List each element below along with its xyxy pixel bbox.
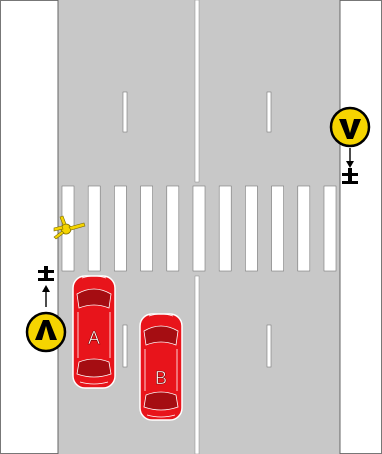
crosswalk-stripe	[114, 186, 126, 271]
lane-dash	[123, 325, 127, 367]
lane-dash	[267, 325, 271, 367]
car-a: A	[73, 276, 115, 388]
crosswalk-stripe	[272, 186, 284, 271]
car-a-label: A	[88, 328, 100, 348]
curve-down-sign-icon	[331, 108, 369, 146]
pedestrian-crossing-sign-left	[27, 313, 65, 351]
crosswalk-stripe	[245, 186, 257, 271]
center-line-bottom	[195, 276, 199, 454]
crosswalk-stripe	[219, 186, 231, 271]
crosswalk-stripe	[298, 186, 310, 271]
lane-dash	[123, 92, 127, 132]
car-icon	[140, 314, 182, 420]
pedestrian-crossing-sign-right	[331, 108, 369, 146]
curve-up-sign-icon	[27, 313, 65, 351]
lane-dash	[267, 92, 271, 132]
center-line-top	[195, 0, 199, 182]
crosswalk-stripe	[193, 186, 205, 271]
crosswalk-stripe	[324, 186, 336, 271]
crosswalk-stripe	[141, 186, 153, 271]
car-b-label: B	[155, 368, 167, 388]
car-b: B	[140, 314, 182, 420]
crosswalk-stripe	[167, 186, 179, 271]
crosswalk-stripe	[88, 186, 100, 271]
